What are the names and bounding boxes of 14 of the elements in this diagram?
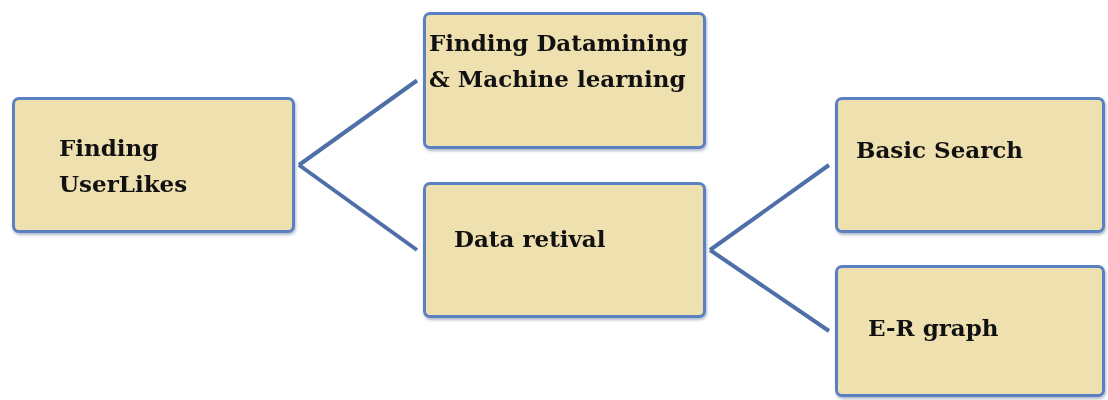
process-box [423,182,706,318]
process-box [423,12,706,149]
connector-line [708,248,831,333]
box-label: E-R graph [868,313,1000,343]
process-box [12,97,295,233]
process-box [835,97,1105,233]
connector-line [297,163,419,252]
box-label: Data retival [454,224,607,254]
box-label: Finding UserLikes [59,133,189,199]
connector-line [297,78,419,167]
process-box [835,265,1105,397]
connector-line [708,163,831,252]
box-label: Basic Search [856,135,1025,165]
box-label: Finding Datamining & Machine learning [429,28,690,94]
